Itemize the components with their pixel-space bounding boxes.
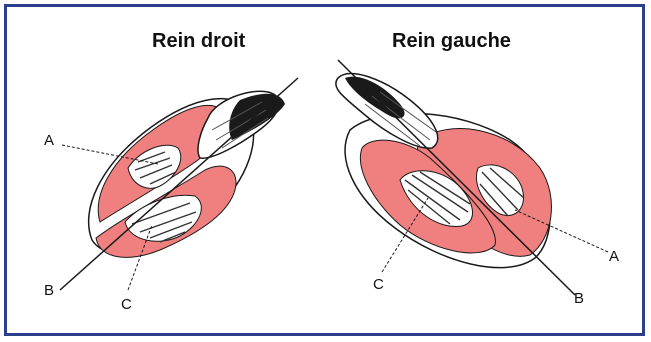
label-left-c: C bbox=[373, 276, 384, 293]
label-right-c: C bbox=[121, 296, 132, 313]
label-right-a: A bbox=[44, 132, 54, 149]
left-kidney bbox=[336, 60, 608, 295]
title-left-kidney: Rein gauche bbox=[392, 30, 511, 53]
title-right-kidney: Rein droit bbox=[152, 30, 245, 53]
label-left-a: A bbox=[609, 248, 619, 265]
right-kidney bbox=[60, 78, 298, 290]
label-left-b: B bbox=[574, 290, 584, 307]
label-right-b: B bbox=[44, 282, 54, 299]
